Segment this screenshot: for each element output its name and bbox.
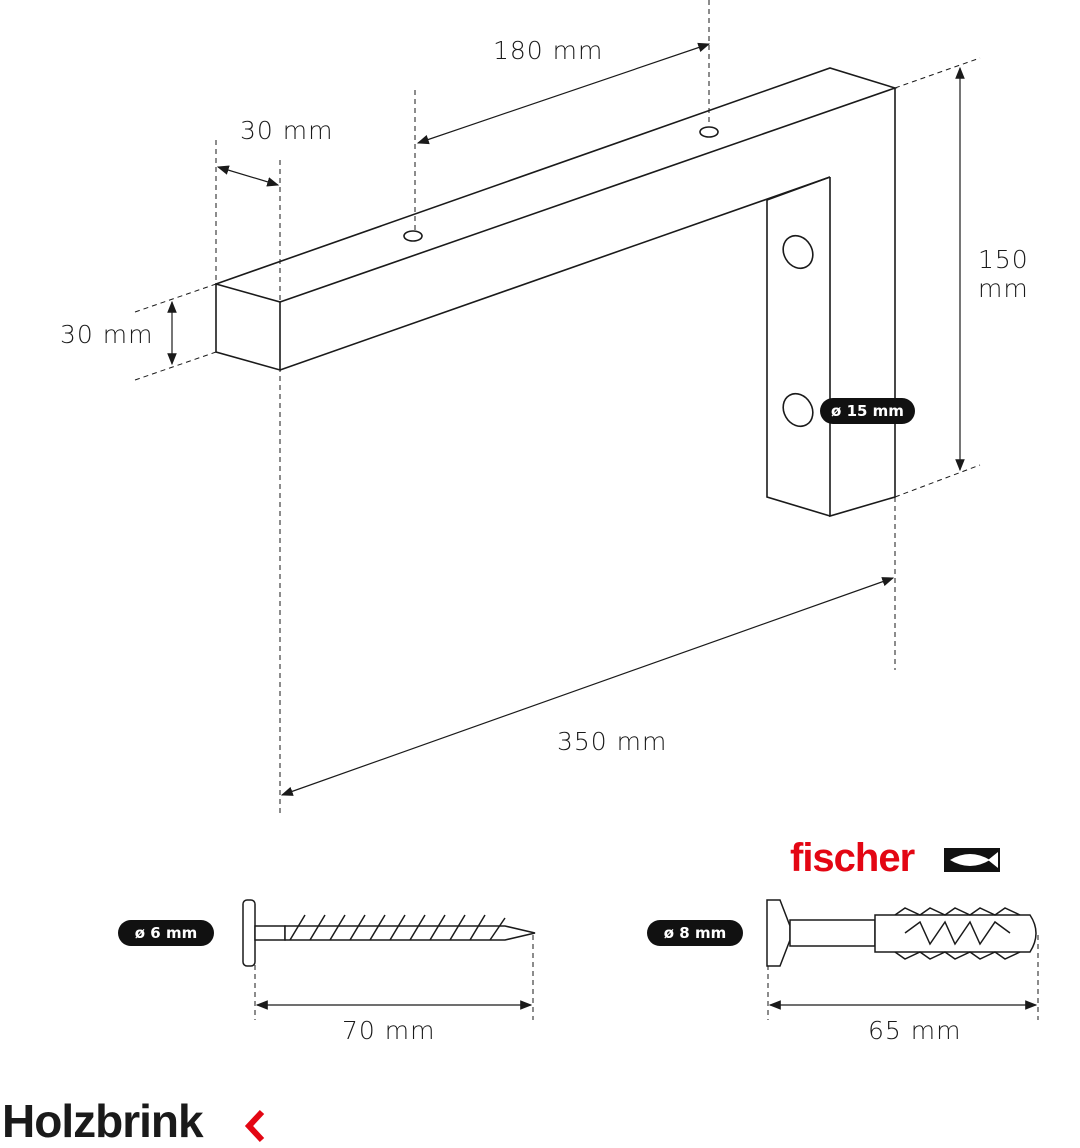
holzbrink-logo: Holzbrink <box>2 1095 204 1147</box>
dim-bracket-height: 150 mm <box>978 245 1029 303</box>
fischer-logo: fischer <box>790 836 915 880</box>
screw-hole <box>403 230 423 242</box>
screw <box>242 899 536 967</box>
dim-screw-length: 70 mm <box>342 1016 436 1045</box>
dim-arm-height: 30 mm <box>60 320 154 349</box>
wall-hole <box>782 234 814 270</box>
wall-plug <box>766 899 1037 967</box>
dim-hole-spacing: 180 mm <box>493 36 604 65</box>
dowel-diameter-badge: ø 8 mm <box>647 920 743 946</box>
fischer-emblem <box>944 848 1000 872</box>
dimension-arrows <box>167 42 1038 1010</box>
screw-diameter-badge: ø 6 mm <box>118 920 214 946</box>
wall-hole <box>782 392 814 428</box>
dim-arm-offset: 30 mm <box>240 116 334 145</box>
dim-dowel-length: 65 mm <box>868 1016 962 1045</box>
hole-diameter-badge: ø 15 mm <box>820 398 915 424</box>
bracket-outline <box>215 67 898 518</box>
screw-hole <box>699 126 719 138</box>
holzbrink-chevron-icon <box>244 1109 265 1143</box>
dim-bracket-length: 350 mm <box>557 727 668 756</box>
